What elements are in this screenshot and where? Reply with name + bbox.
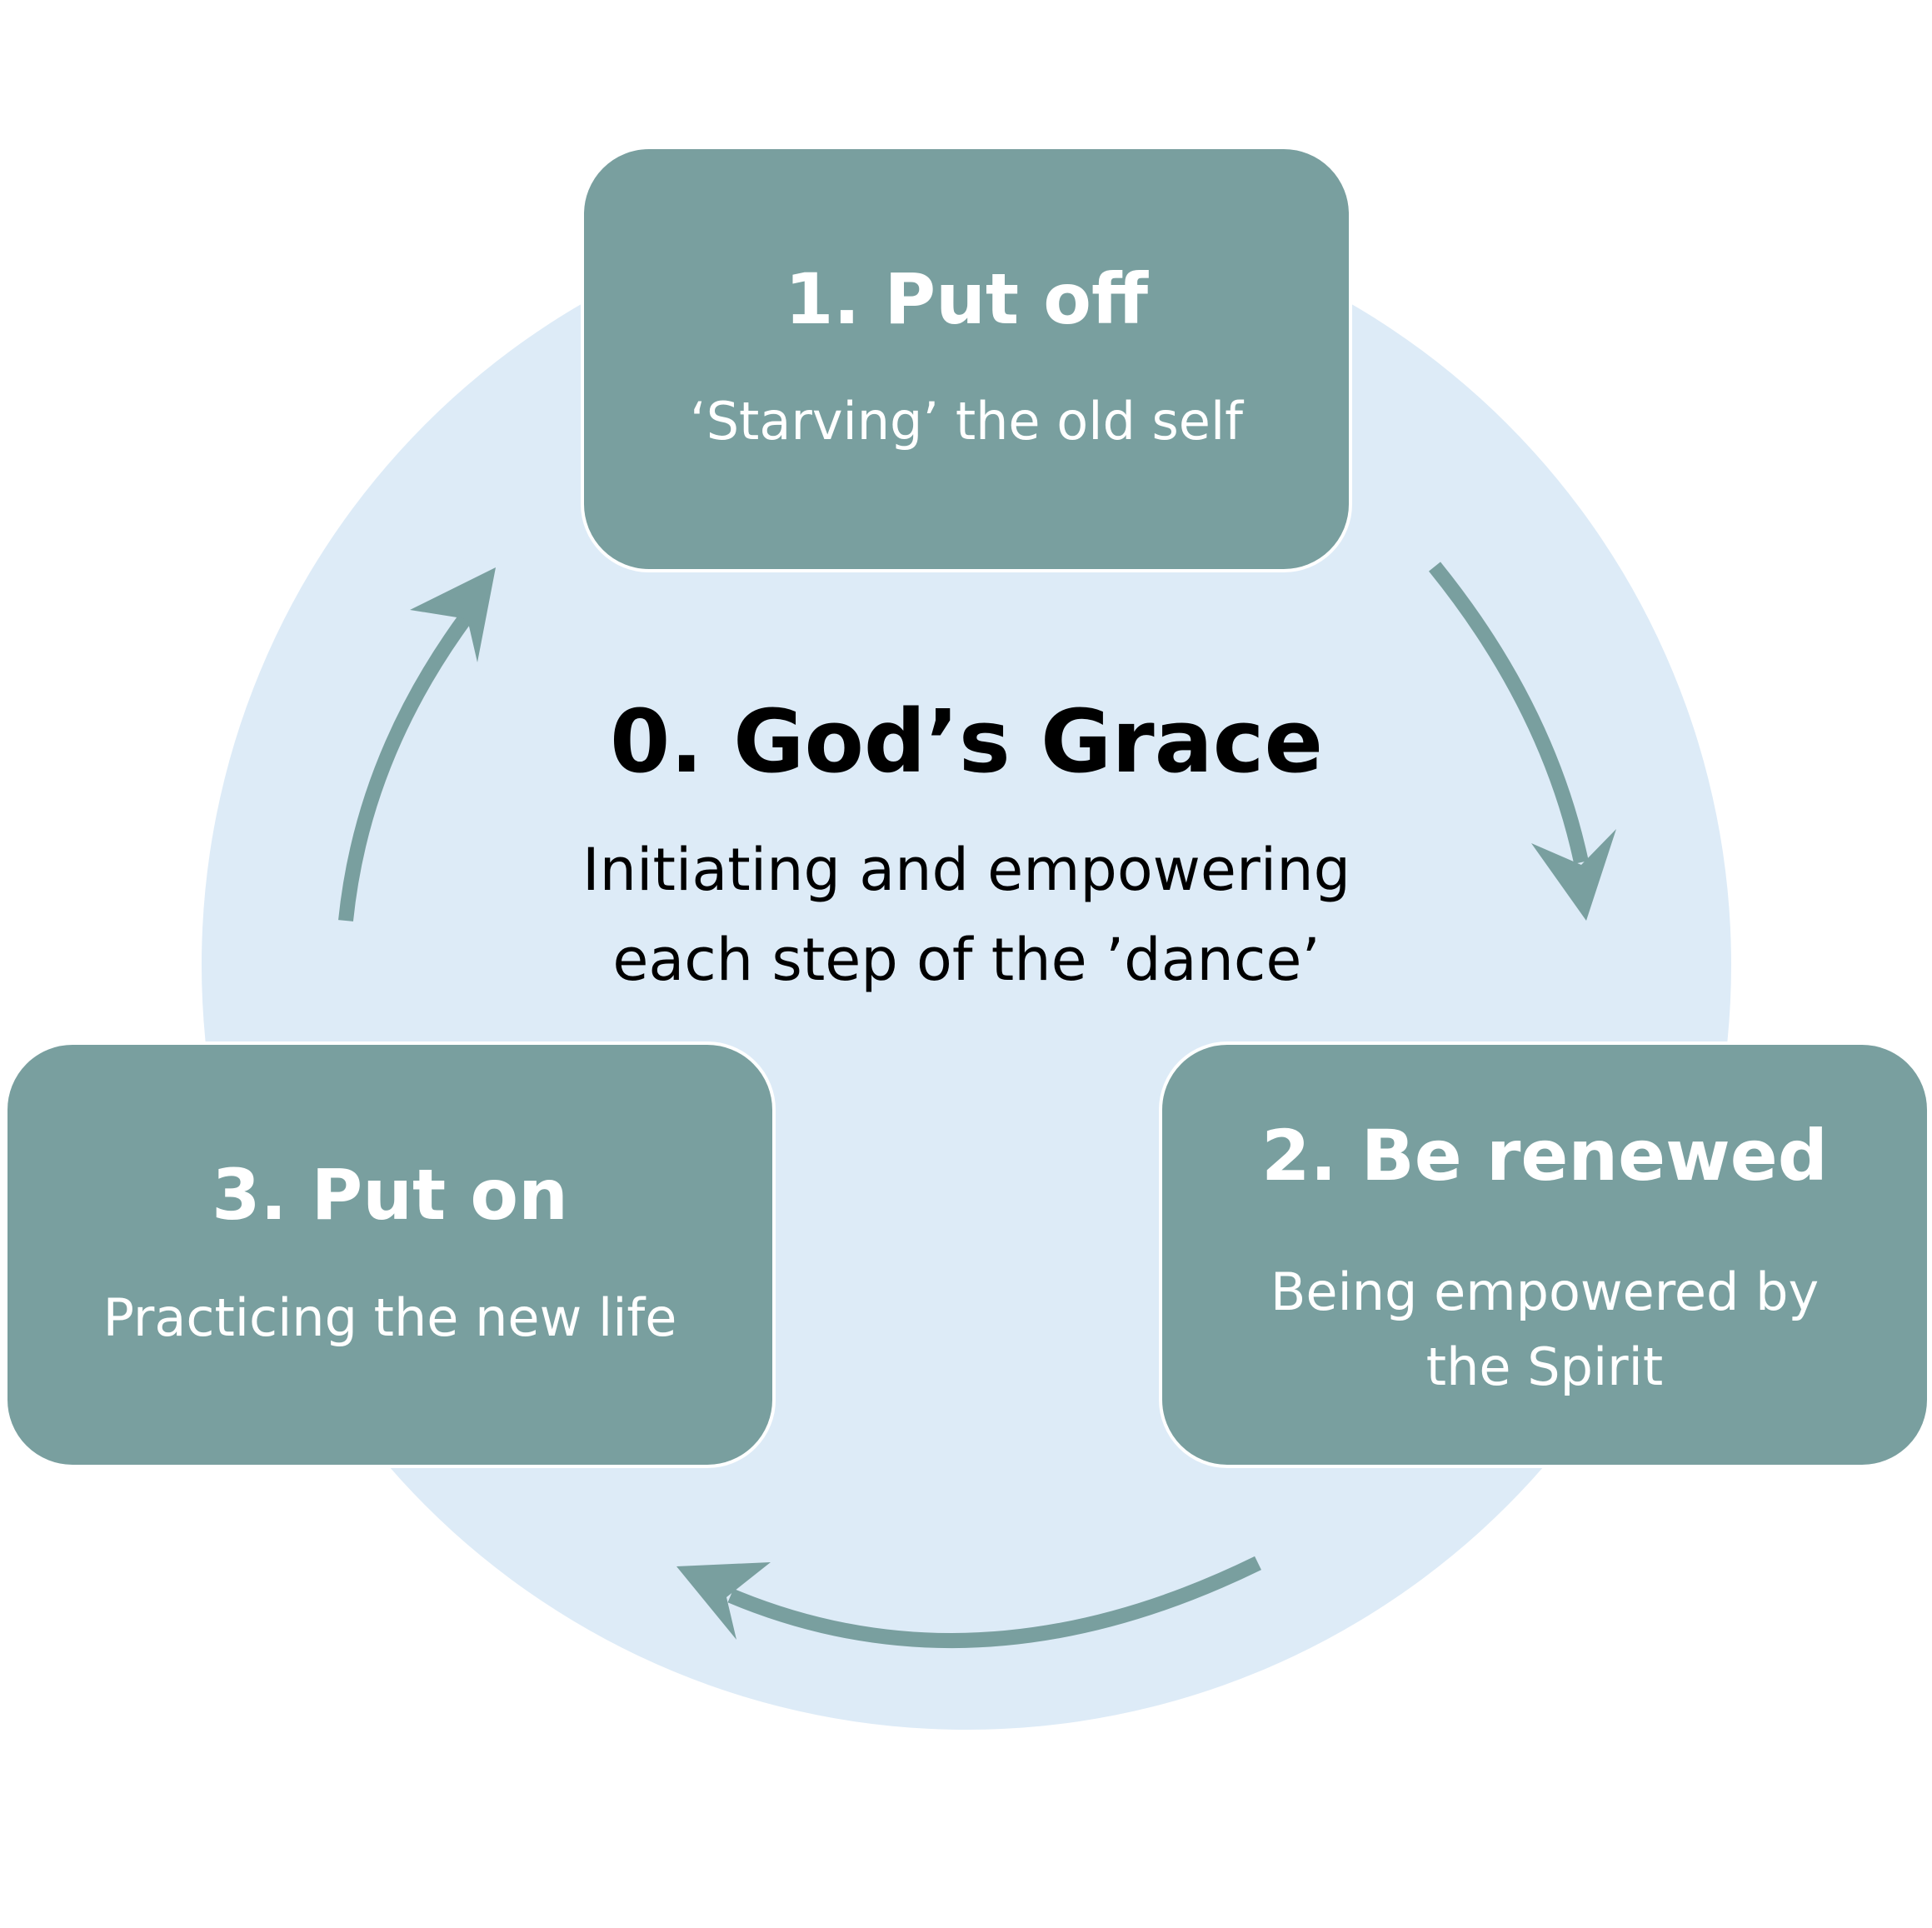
arrowhead-puton — [676, 1562, 771, 1640]
step-box-be-renewed: 2. Be renewed Being empowered by the Spi… — [1159, 1041, 1930, 1468]
step-box-put-off: 1. Put off ‘Starving’ the old self — [581, 146, 1352, 572]
center-title: 0. God’s Grace — [610, 691, 1323, 792]
step-title: 2. Be renewed — [1261, 1115, 1828, 1196]
step-description: ‘Starving’ the old self — [689, 391, 1244, 452]
arrowhead-renewed — [1531, 829, 1616, 921]
step-title: 1. Put off — [784, 258, 1149, 340]
step-title: 3. Put on — [212, 1154, 568, 1236]
step-description: Being empowered by the Spirit — [1270, 1261, 1820, 1397]
center-description: Initiating and empowering each step of t… — [467, 825, 1466, 1005]
center-description-line: Initiating and empowering — [582, 836, 1350, 904]
arrow-puton-to-putoff — [338, 612, 473, 922]
arrow-putoff-to-renewed — [1429, 562, 1589, 864]
step-description: Practicing the new life — [102, 1287, 677, 1348]
arrow-renewed-to-puton — [727, 1556, 1261, 1649]
step-box-put-on: 3. Put on Practicing the new life — [4, 1041, 776, 1468]
arrowhead-putoff — [410, 567, 496, 662]
center-description-line: each step of the ’dance’ — [612, 926, 1320, 994]
